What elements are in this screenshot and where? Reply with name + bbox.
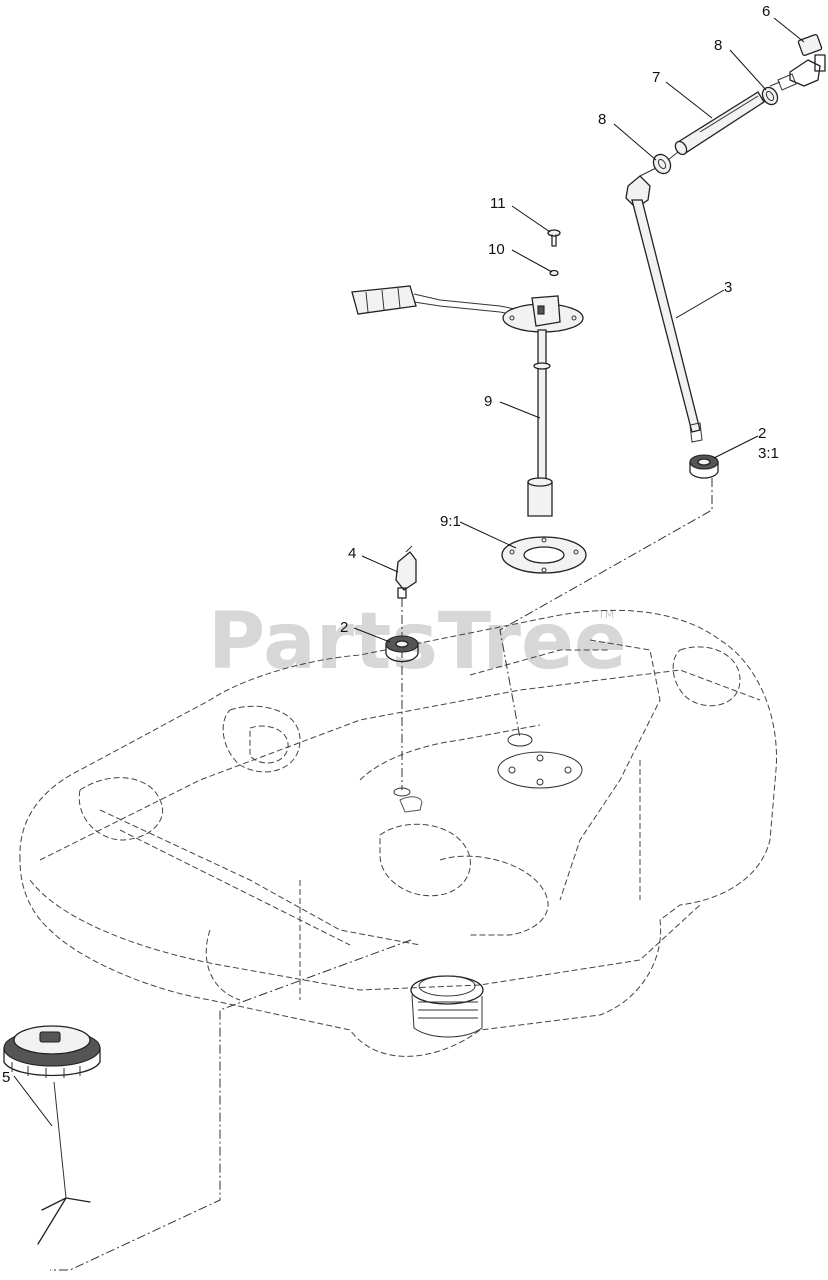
- leader-lines: [13, 17, 805, 1127]
- callout-6: 6: [762, 3, 770, 20]
- callout-7: 7: [652, 69, 660, 86]
- fuel-tank: [19, 609, 777, 1057]
- callout-11: 11: [490, 195, 506, 212]
- part-9-fuel-sender: [351, 285, 584, 517]
- watermark-trademark: TM: [597, 608, 614, 621]
- part-4-elbow-fitting: [395, 545, 417, 599]
- callout-10: 10: [488, 241, 505, 258]
- assembly-lines: [50, 478, 713, 1271]
- callout-3-1: 3:1: [758, 445, 779, 462]
- part-3-pickup-tube: [625, 167, 703, 443]
- callout-3: 3: [724, 279, 732, 296]
- callout-4: 4: [348, 545, 356, 562]
- callout-2-upper: 2: [758, 425, 766, 442]
- callout-9: 9: [484, 393, 492, 410]
- part-9-1-gasket: [501, 536, 587, 574]
- callout-labels: 6 8 7 8 11 10 3 9 2 3:1 9:1 4 2 5: [2, 3, 779, 1086]
- callout-2-lower: 2: [340, 619, 348, 636]
- callout-5: 5: [2, 1069, 10, 1086]
- callout-9-1: 9:1: [440, 513, 461, 530]
- part-5-fuel-cap: [3, 1025, 101, 1245]
- part-8-hose-clamp-lower: [652, 153, 672, 175]
- part-6-fitting-valve: [769, 33, 826, 91]
- part-2-grommet-upper: [689, 454, 719, 479]
- part-2-grommet-lower: [385, 635, 419, 663]
- callout-8-lower: 8: [598, 111, 606, 128]
- part-11-screw: [547, 229, 561, 247]
- part-7-fuel-hose: [667, 91, 765, 161]
- part-8-hose-clamp-upper: [761, 86, 779, 106]
- callout-8-upper: 8: [714, 37, 722, 54]
